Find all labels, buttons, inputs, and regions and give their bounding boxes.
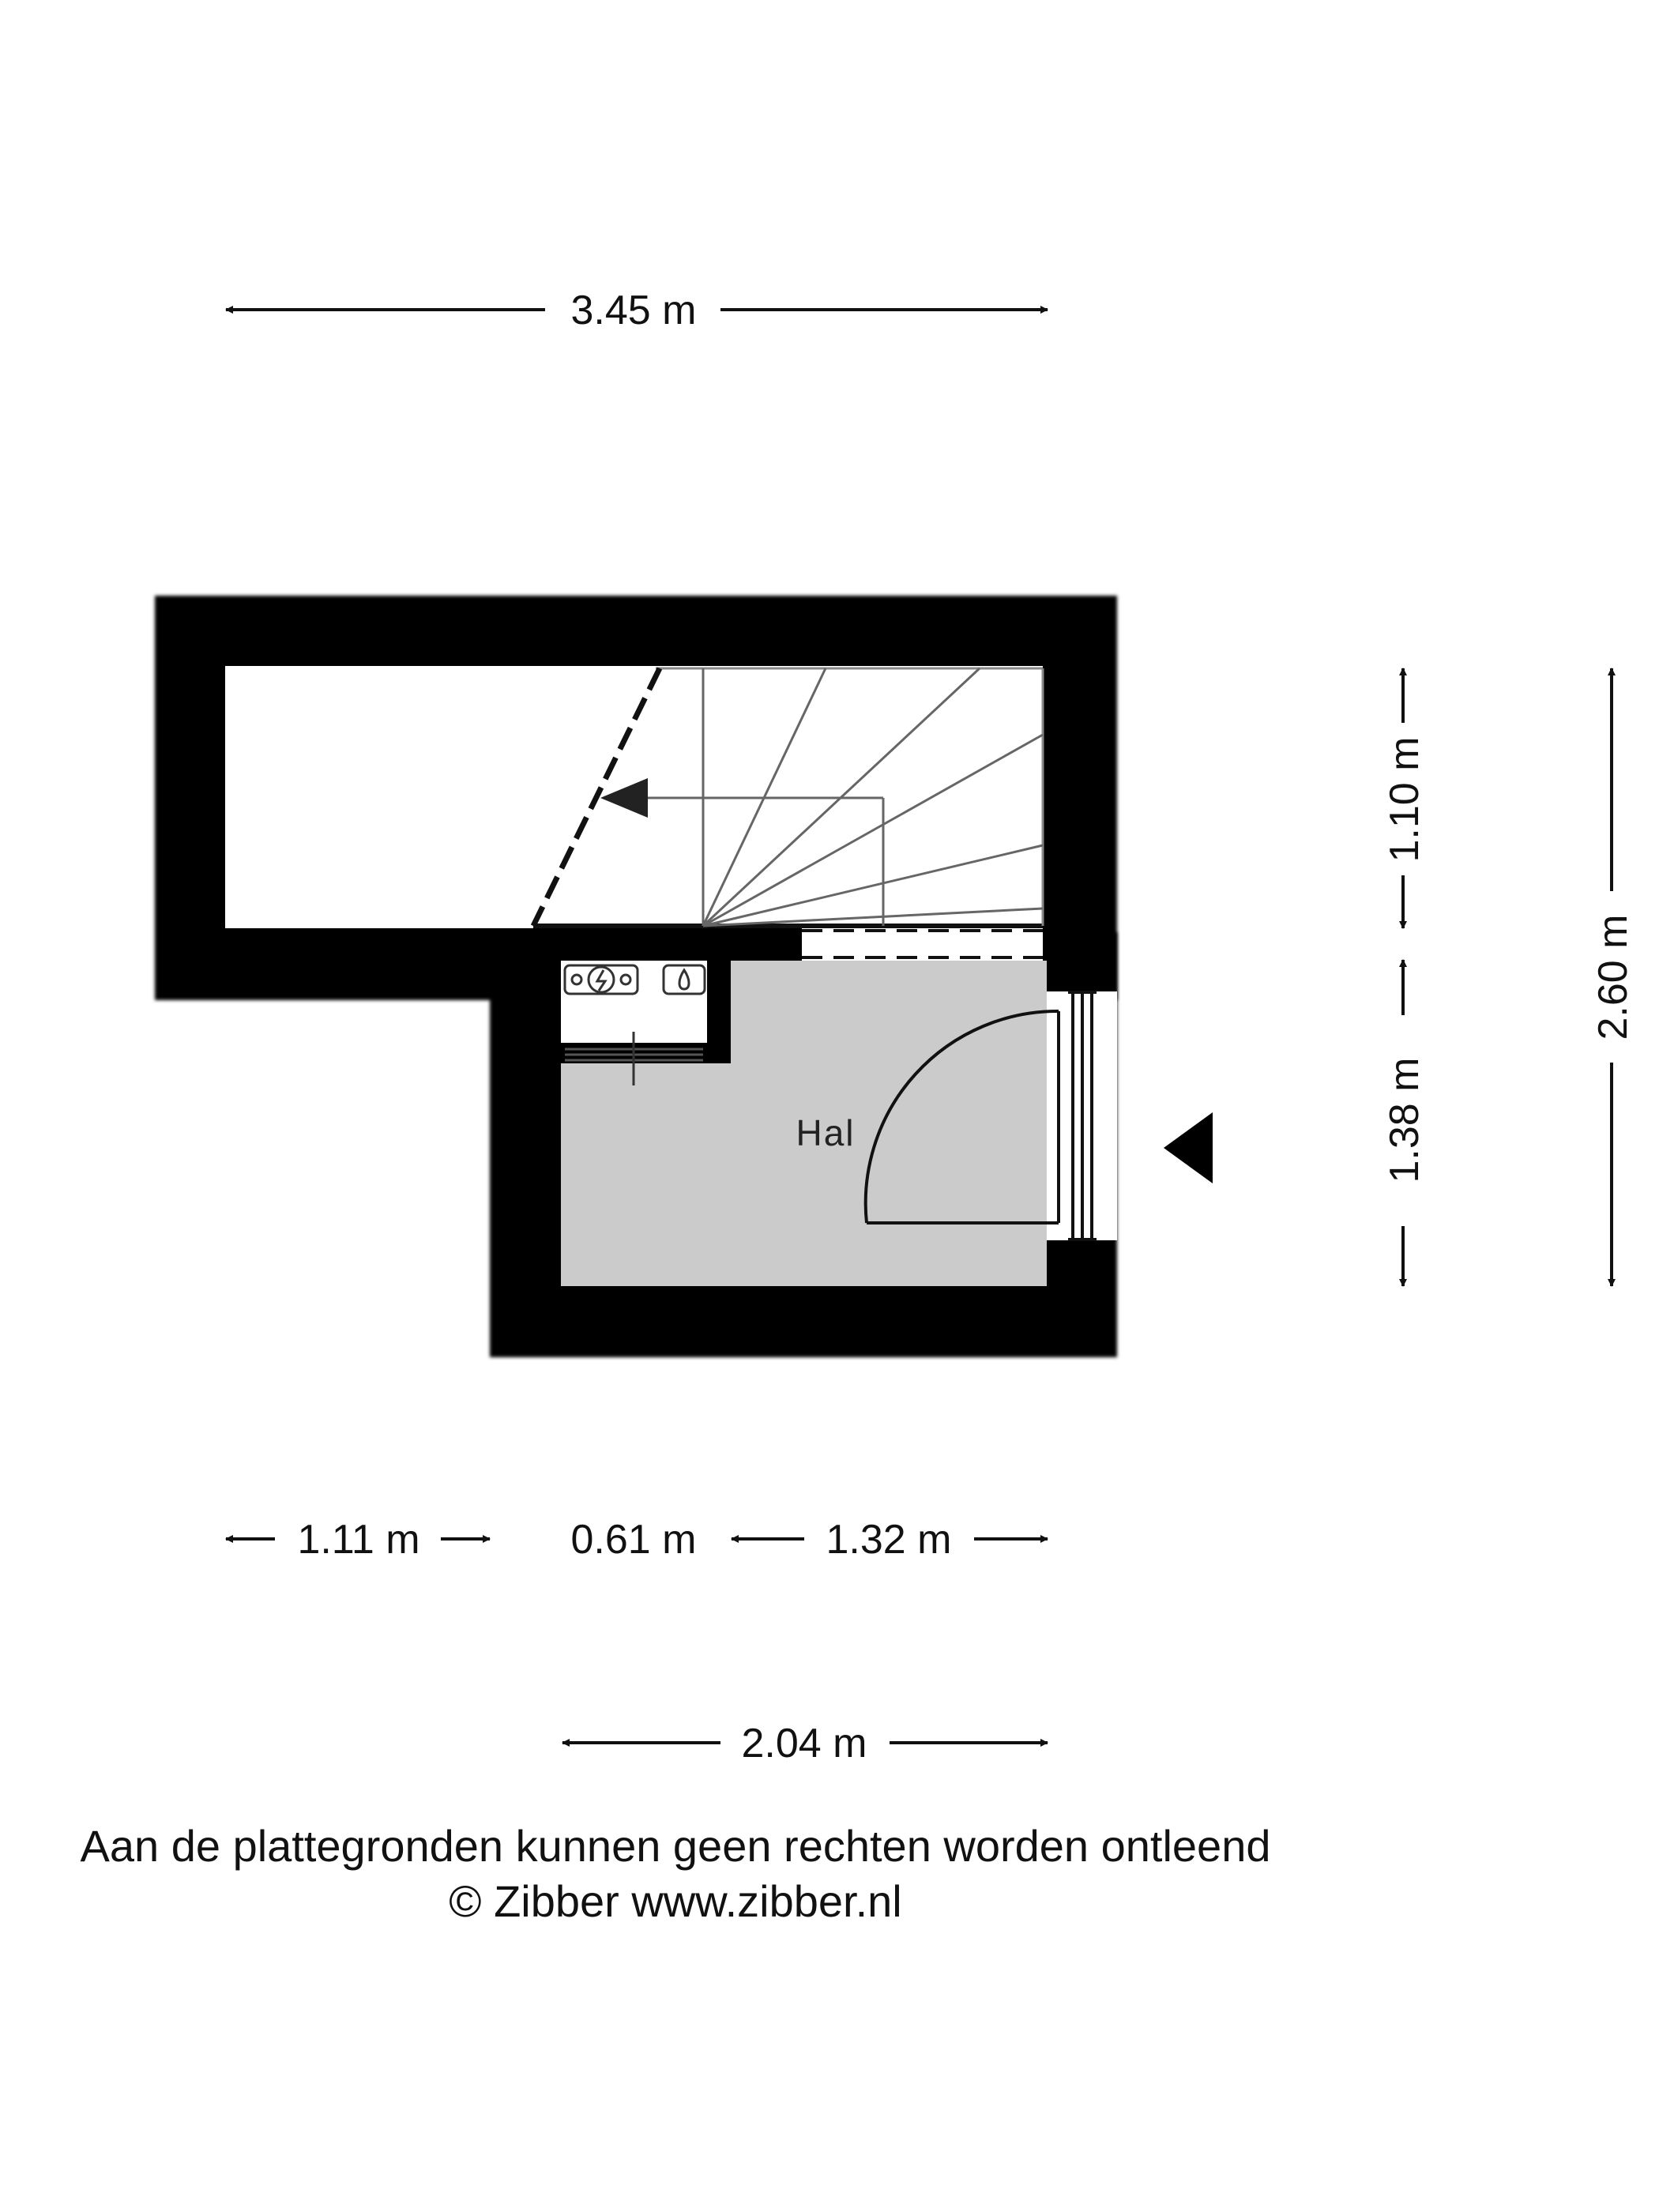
stair-threshold (802, 928, 1043, 961)
dimension-right-lower: 1.38 m (1382, 959, 1428, 1287)
door-swing (863, 1009, 1060, 1224)
dimension-right-total: 2.60 m (1590, 668, 1636, 1287)
dimension-bottom-middle: 0.61 m (571, 1517, 697, 1563)
dimension-right-upper: 1.10 m (1382, 668, 1428, 929)
dimension-label: 1.11 m (297, 1517, 419, 1563)
dimension-bottom-right: 1.32 m (731, 1517, 1048, 1563)
dimension-bottom-total: 2.04 m (562, 1721, 1048, 1766)
water-meter-icon (662, 964, 706, 995)
disclaimer-text: Aan de plattegronden kunnen geen rechten… (80, 1821, 1271, 1871)
dimension-label: 2.60 m (1590, 915, 1636, 1040)
dimension-label: 1.10 m (1382, 737, 1428, 863)
entrance-arrow-icon (1164, 1112, 1213, 1183)
dimension-label: 0.61 m (571, 1517, 697, 1563)
dimension-top-total: 3.45 m (225, 288, 1048, 333)
dimension-label: 3.45 m (571, 288, 697, 333)
copyright-text: © Zibber www.zibber.nl (449, 1876, 902, 1926)
dimension-label: 1.32 m (826, 1517, 952, 1563)
dimension-label: 1.38 m (1382, 1058, 1428, 1183)
stair-direction-arrow-icon (600, 778, 703, 818)
dimension-label: 2.04 m (742, 1721, 867, 1766)
dimension-bottom-left: 1.11 m (225, 1517, 491, 1563)
staircase (530, 667, 1044, 928)
electricity-meter-icon (563, 964, 639, 995)
room-label-hal: Hal (796, 1112, 855, 1153)
